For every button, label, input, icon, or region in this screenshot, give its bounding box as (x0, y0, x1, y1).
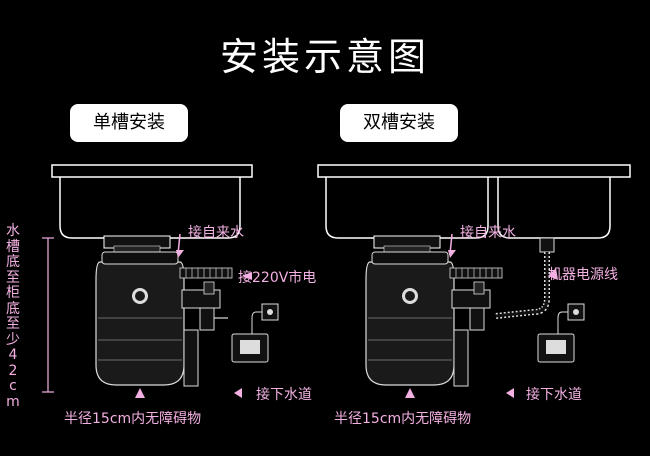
page-title: 安装示意图 (219, 35, 430, 79)
double-sink-tab[interactable]: 双槽安装 (340, 104, 458, 142)
machine-power-cord-label: 机器电源线 (548, 267, 618, 283)
drain-label-right: 接下水道 (526, 387, 582, 403)
arrow-radius-left (135, 388, 145, 398)
arrow-drain-left (234, 388, 242, 398)
double-plumbing (449, 252, 550, 387)
single-power-box (231, 303, 279, 363)
single-sink-tab[interactable]: 单槽安装 (70, 104, 188, 142)
power-220v-label: 接220V市电 (238, 270, 317, 286)
single-plumbing (179, 267, 233, 387)
arrow-drain-right (506, 388, 514, 398)
sink-to-cabinet-label: 水槽底至柜底至少42cm (6, 223, 20, 410)
radius-clear-label-right: 半径15cm内无障碍物 (334, 411, 472, 427)
water-in-label-left: 接自来水 (188, 225, 244, 241)
water-in-label-right: 接自来水 (460, 225, 516, 241)
arrow-cord-right (548, 268, 558, 280)
radius-clear-label-left: 半径15cm内无障碍物 (64, 411, 202, 427)
double-disposer-unit (365, 251, 455, 386)
drain-label-left: 接下水道 (256, 387, 312, 403)
arrow-power-left (242, 272, 252, 280)
single-disposer-unit (95, 251, 185, 386)
single-sink-illustration (51, 164, 253, 253)
double-power-box (537, 303, 585, 363)
arrow-radius-right (405, 388, 415, 398)
double-sink-illustration (317, 164, 631, 253)
